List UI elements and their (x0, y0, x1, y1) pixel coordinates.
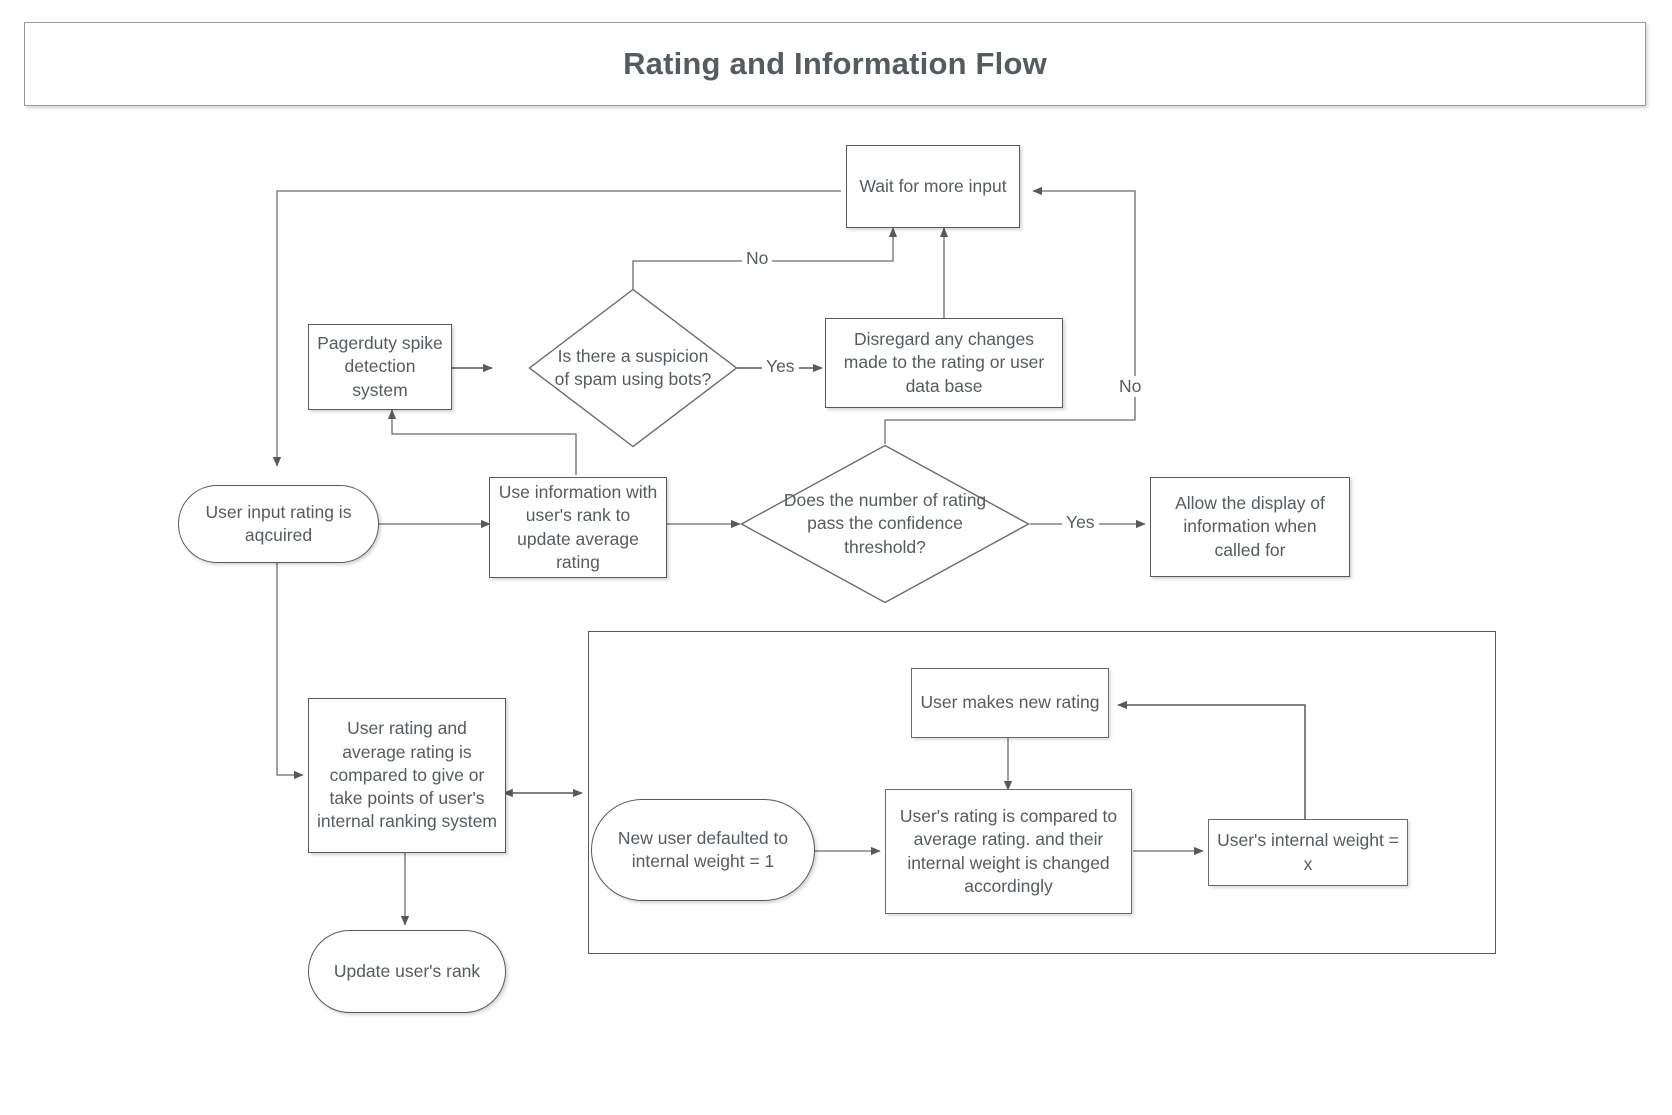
page-title: Rating and Information Flow (623, 46, 1047, 81)
node-update-users-rank[interactable]: Update user's rank (308, 930, 506, 1013)
diamond-shape (740, 444, 1030, 604)
node-label: Update user's rank (333, 960, 481, 981)
edge-label-confidence-yes: Yes (1062, 512, 1099, 533)
node-decision-confidence-threshold[interactable]: Does the number of rating pass the confi… (740, 444, 1030, 604)
node-label: User makes new rating (920, 692, 1100, 713)
node-rating-compared-weight-changed[interactable]: User's rating is compared to average rat… (885, 789, 1132, 914)
node-user-makes-new-rating[interactable]: User makes new rating (911, 668, 1109, 738)
node-label: Does the number of rating pass the confi… (783, 490, 987, 557)
node-label: Pagerduty spike detection system (317, 333, 443, 400)
node-label: User rating and average rating is compar… (317, 718, 497, 832)
node-label: User's rating is compared to average rat… (899, 805, 1118, 896)
node-label: Wait for more input (859, 175, 1007, 196)
title-banner: Rating and Information Flow (24, 22, 1646, 106)
edge-useinfo-to-pagerduty (387, 409, 577, 475)
node-compare-ratings[interactable]: User rating and average rating is compar… (308, 698, 506, 853)
node-label: Disregard any changes made to the rating… (843, 329, 1045, 396)
edge-label-confidence-no: No (1115, 376, 1146, 397)
node-label: Is there a suspicion of spam using bots? (554, 345, 712, 389)
edge-label-spam-no: No (742, 248, 773, 269)
diamond-shape (528, 288, 738, 448)
node-label: Use information with user's rank to upda… (498, 481, 658, 572)
node-label: Allow the display of information when ca… (1175, 493, 1325, 560)
node-use-information[interactable]: Use information with user's rank to upda… (489, 477, 667, 578)
edge-confidence-no-to-wait (884, 186, 1136, 444)
node-label: User's internal weight = x (1217, 830, 1399, 874)
node-disregard-changes[interactable]: Disregard any changes made to the rating… (825, 318, 1063, 408)
node-label: User input rating is aqcuired (205, 501, 352, 545)
node-user-input-rating-acquired[interactable]: User input rating is aqcuired (178, 485, 379, 563)
node-decision-spam[interactable]: Is there a suspicion of spam using bots? (528, 288, 738, 448)
edge-input-to-compare (276, 560, 304, 780)
edge-weightx-to-makesrating (1117, 700, 1306, 821)
node-pagerduty-spike-detection[interactable]: Pagerduty spike detection system (308, 324, 452, 410)
node-wait-for-more-input[interactable]: Wait for more input (846, 145, 1020, 228)
node-user-internal-weight-x[interactable]: User's internal weight = x (1208, 819, 1408, 886)
edge-wait-to-user-input (272, 190, 841, 467)
weight-subsystem-group (588, 631, 1496, 954)
node-allow-display[interactable]: Allow the display of information when ca… (1150, 477, 1350, 577)
edge-label-spam-yes: Yes (762, 356, 799, 377)
node-new-user-default-weight[interactable]: New user defaulted to internal weight = … (591, 799, 815, 901)
node-label: New user defaulted to internal weight = … (617, 827, 789, 871)
